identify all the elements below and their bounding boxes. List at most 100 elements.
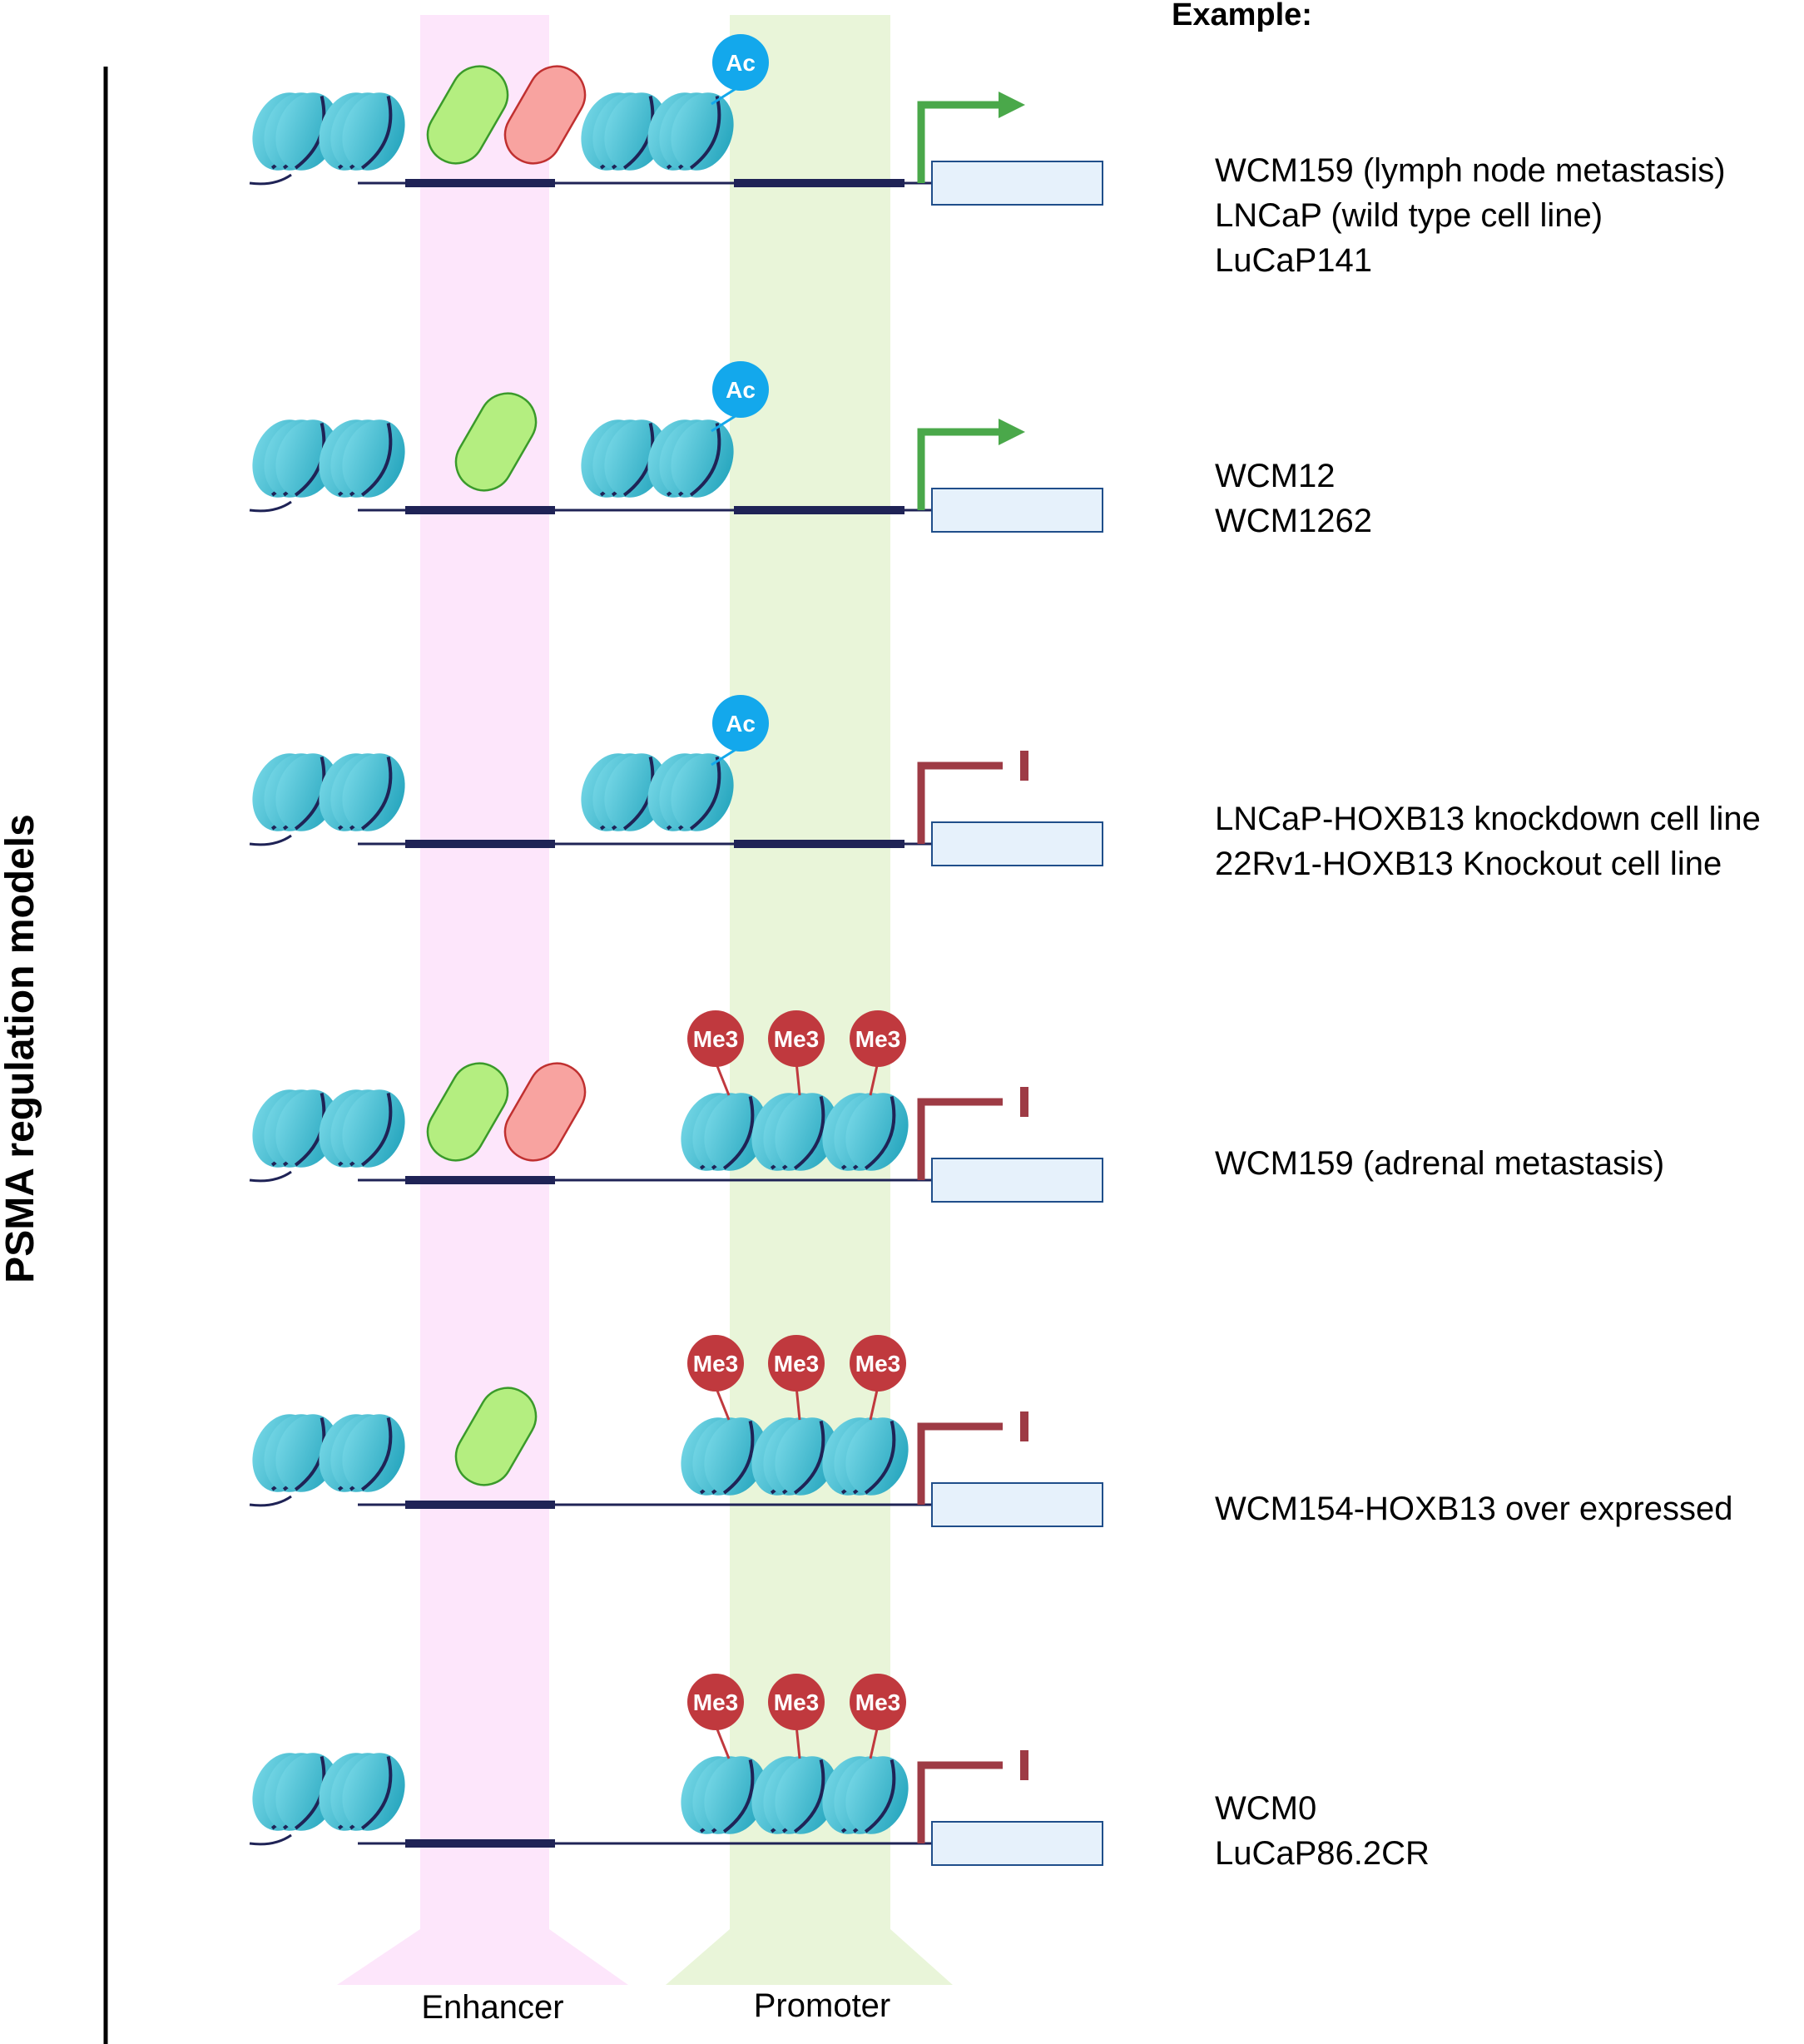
trimethyl-mark-stem	[869, 1061, 880, 1096]
dna-wrap	[722, 1421, 755, 1495]
trimethyl-mark-stem	[795, 1061, 801, 1096]
trimethyl-mark-bead	[850, 1674, 906, 1730]
example-item: LuCaP86.2CR	[1215, 1835, 1430, 1872]
nucleosome	[319, 753, 405, 831]
folh1-gene-box	[931, 1821, 1103, 1866]
dna-wrap	[793, 1421, 825, 1495]
hoxb13-protein-shape	[454, 1387, 538, 1486]
model-row-1: Ac	[249, 34, 1103, 206]
nucleosome	[319, 1414, 405, 1492]
example-list-5: WCM154-HOXB13 over expressed	[1215, 1491, 1732, 1527]
dna-wrap	[360, 757, 393, 831]
example-item: LuCaP141	[1215, 242, 1372, 279]
trimethyl-mark-label: Me3	[855, 1026, 900, 1052]
dna-wrap	[722, 1759, 755, 1833]
hoxb13-protein-shape	[426, 65, 509, 165]
trimethyl-mark-bead	[768, 1335, 825, 1392]
hoxb13-protein	[426, 1062, 509, 1162]
trimethyl-mark-stem	[795, 1724, 801, 1759]
dna-wrap	[689, 423, 721, 497]
hoxb13-protein	[454, 1387, 538, 1486]
enhancer-label: Enhancer	[421, 1989, 563, 2026]
folh1-gene-box	[931, 1482, 1103, 1527]
nucleosome	[319, 1753, 405, 1831]
ar-protein	[503, 1062, 587, 1162]
nucleosome	[822, 1756, 909, 1834]
nucleosome	[681, 1093, 767, 1171]
trimethyl-mark-stem	[714, 1724, 731, 1759]
dna-line	[249, 1495, 292, 1507]
ar-protein-shape	[503, 1062, 587, 1162]
dna-line	[249, 173, 292, 186]
ar-protein-shape	[503, 65, 587, 165]
acetyl-mark-label: Ac	[726, 50, 756, 76]
dna-wrap	[360, 1417, 393, 1491]
arrow-head	[999, 419, 1025, 445]
nucleosome	[319, 419, 405, 498]
arrow-shaft	[917, 762, 1003, 844]
block-bar	[1020, 751, 1028, 781]
active-transcription-arrow	[917, 419, 1025, 510]
enhancer-segment	[405, 1176, 555, 1184]
nucleosome	[319, 92, 405, 171]
enhancer-segment	[405, 840, 555, 848]
trimethyl-mark-bead	[850, 1335, 906, 1392]
nucleosome	[681, 1756, 767, 1834]
nucleosome	[751, 1756, 838, 1834]
enhancer-segment	[405, 1839, 555, 1848]
dna-wrap	[689, 757, 721, 831]
dna-wrap	[864, 1759, 896, 1833]
example-item: WCM154-HOXB13 over expressed	[1215, 1491, 1732, 1527]
arrow-shaft	[917, 428, 1003, 510]
example-item: WCM159 (adrenal metastasis)	[1215, 1145, 1664, 1182]
arrow-shaft	[917, 1098, 1003, 1180]
dna-wrap	[793, 1759, 825, 1833]
trimethyl-mark-bead	[768, 1674, 825, 1730]
folh1-gene-box	[931, 161, 1103, 206]
dna-wrap	[864, 1421, 896, 1495]
dna-wrap	[864, 1096, 896, 1170]
nucleosome	[681, 1417, 767, 1496]
hoxb13-protein	[454, 392, 538, 492]
examples-header: Example:	[1172, 0, 1312, 32]
nucleosome	[647, 753, 734, 831]
arrow-shaft	[917, 1761, 1003, 1843]
arrow-shaft	[917, 101, 1003, 183]
repressed-transcription-arrow	[917, 1750, 1028, 1843]
example-item: WCM159 (lymph node metastasis)	[1215, 152, 1726, 189]
trimethyl-mark-bead	[687, 1335, 744, 1392]
trimethyl-mark-stem	[795, 1386, 801, 1421]
enhancer-segment	[405, 506, 555, 514]
arrow-shaft	[917, 1422, 1003, 1505]
dna-line	[249, 834, 292, 846]
dna-line	[249, 1833, 292, 1846]
trimethyl-mark-stem	[714, 1386, 731, 1421]
trimethyl-mark-stem	[869, 1386, 880, 1421]
promoter-label: Promoter	[754, 1987, 891, 2024]
promoter-segment	[734, 506, 904, 514]
promoter-segment	[734, 840, 904, 848]
trimethyl-mark-label: Me3	[855, 1689, 900, 1715]
dna-line	[249, 500, 292, 513]
enhancer-region-band	[337, 15, 628, 1985]
trimethyl-mark-label: Me3	[774, 1351, 819, 1377]
dna-wrap	[360, 96, 393, 170]
trimethyl-mark-label: Me3	[693, 1689, 738, 1715]
nucleosome	[252, 753, 339, 831]
hoxb13-protein-shape	[426, 1062, 509, 1162]
dna-wrap	[689, 96, 721, 170]
example-item: 22Rv1-HOXB13 Knockout cell line	[1215, 846, 1722, 882]
nucleosome	[252, 1414, 339, 1492]
trimethyl-mark-bead	[687, 1674, 744, 1730]
model-row-3: Ac	[249, 695, 1103, 866]
active-transcription-arrow	[917, 92, 1025, 183]
example-list-1: WCM159 (lymph node metastasis)LNCaP (wil…	[1215, 152, 1726, 279]
trimethyl-mark-label: Me3	[855, 1351, 900, 1377]
promoter-segment	[734, 179, 904, 187]
example-list-4: WCM159 (adrenal metastasis)	[1215, 1145, 1664, 1182]
nucleosome	[647, 92, 734, 171]
